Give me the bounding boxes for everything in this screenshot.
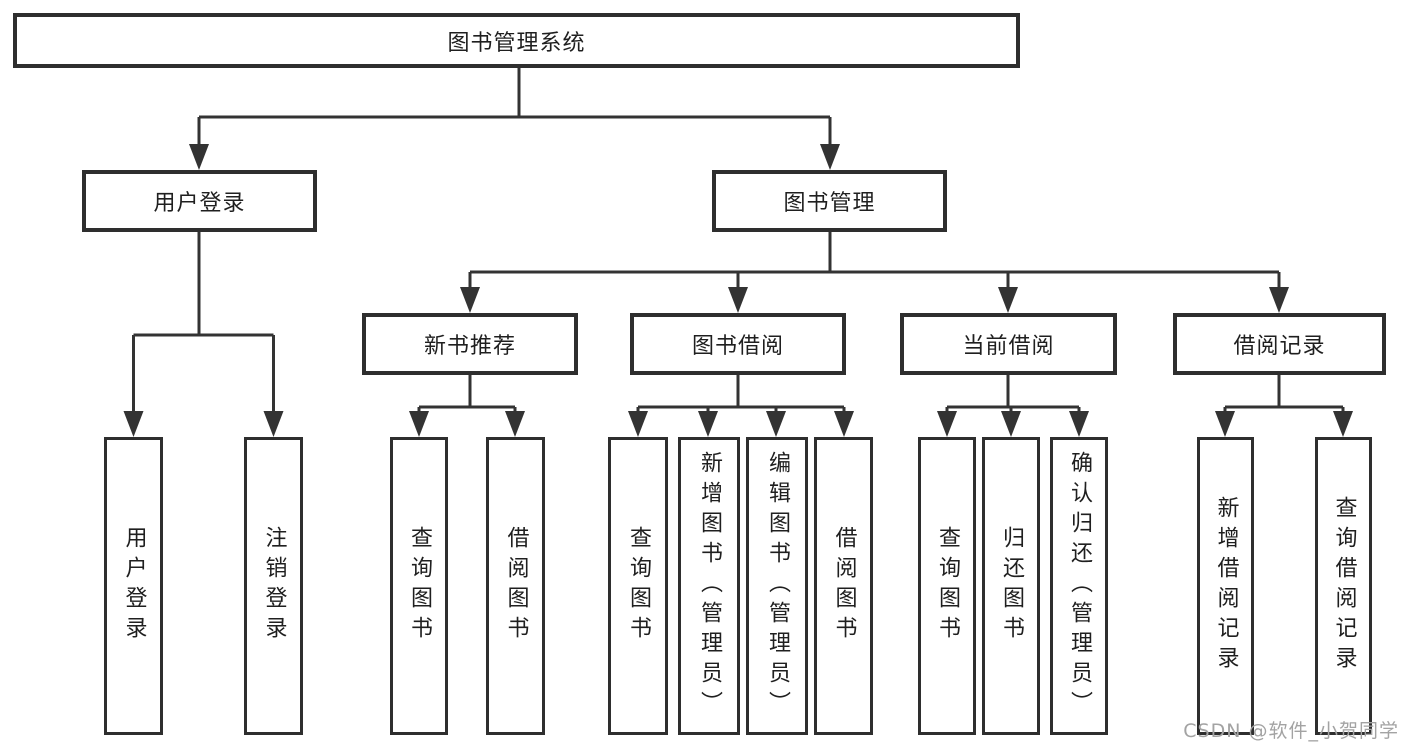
leaf-query-borrow-record: 查询借阅记录 bbox=[1315, 437, 1372, 735]
connector-book-mgmt-children bbox=[468, 232, 1281, 296]
connector-new-book-children bbox=[417, 375, 517, 420]
connector-book-borrow-children bbox=[636, 375, 846, 420]
leaf-query-books-2: 查询图书 bbox=[608, 437, 668, 735]
arrow-down-icon bbox=[998, 287, 1018, 313]
leaf-edit-book-admin: 编辑图书（管理员） bbox=[746, 437, 808, 735]
arrow-down-icon bbox=[123, 411, 144, 437]
leaf-confirm-return-admin: 确认归还（管理员） bbox=[1050, 437, 1108, 735]
connector-borrow-records-children bbox=[1223, 375, 1345, 420]
watermark: CSDN @软件_小贺同学 bbox=[1183, 720, 1399, 742]
leaf-add-borrow-record: 新增借阅记录 bbox=[1197, 437, 1254, 735]
arrow-down-icon bbox=[409, 411, 429, 437]
node-user-login: 用户登录 bbox=[82, 170, 317, 232]
node-book-borrow: 图书借阅 bbox=[630, 313, 846, 375]
leaf-query-books-1: 查询图书 bbox=[390, 437, 448, 735]
connector-root-to-level2 bbox=[197, 68, 832, 150]
node-book-management: 图书管理 bbox=[712, 170, 947, 232]
arrow-down-icon bbox=[834, 411, 854, 437]
arrow-down-icon bbox=[766, 411, 786, 437]
arrow-down-icon bbox=[1269, 287, 1289, 313]
leaf-query-books-3: 查询图书 bbox=[918, 437, 976, 735]
arrow-down-icon bbox=[820, 144, 840, 170]
leaf-user-login: 用户登录 bbox=[104, 437, 163, 735]
leaf-borrow-books-1: 借阅图书 bbox=[486, 437, 545, 735]
node-new-book-recommend: 新书推荐 bbox=[362, 313, 578, 375]
node-borrow-records: 借阅记录 bbox=[1173, 313, 1386, 375]
arrow-down-icon bbox=[1333, 411, 1353, 437]
leaf-return-books: 归还图书 bbox=[982, 437, 1040, 735]
arrow-down-icon bbox=[698, 411, 718, 437]
arrow-down-icon bbox=[1069, 411, 1089, 437]
leaf-logout: 注销登录 bbox=[244, 437, 303, 735]
arrow-down-icon bbox=[263, 411, 284, 437]
arrow-down-icon bbox=[505, 411, 525, 437]
arrow-down-icon bbox=[1215, 411, 1235, 437]
arrow-down-icon bbox=[937, 411, 957, 437]
leaf-add-book-admin: 新增图书（管理员） bbox=[678, 437, 740, 735]
arrow-down-icon bbox=[460, 287, 480, 313]
connector-user-login-children bbox=[132, 232, 275, 420]
arrow-down-icon bbox=[728, 287, 748, 313]
arrow-down-icon bbox=[189, 144, 209, 170]
node-current-borrow: 当前借阅 bbox=[900, 313, 1117, 375]
leaf-borrow-books-2: 借阅图书 bbox=[814, 437, 873, 735]
arrow-down-icon bbox=[628, 411, 648, 437]
node-library-management-system: 图书管理系统 bbox=[13, 13, 1020, 68]
arrow-down-icon bbox=[1001, 411, 1021, 437]
